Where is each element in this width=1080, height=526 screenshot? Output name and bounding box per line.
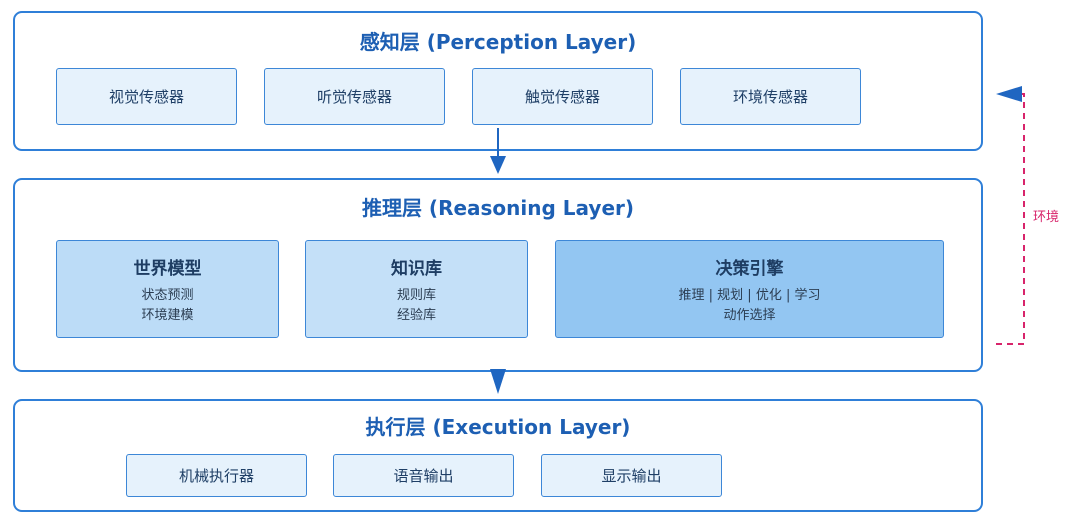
tactile-sensor-module: 触觉传感器 xyxy=(472,68,653,125)
execution-layer: 执行层 (Execution Layer) 机械执行器 语音输出 显示输出 xyxy=(13,399,983,512)
knowledge-base-title: 知识库 xyxy=(391,259,442,279)
world-model-line-1: 状态预测 xyxy=(141,288,194,303)
decision-engine-title: 决策引擎 xyxy=(715,259,784,279)
voice-output-module: 语音输出 xyxy=(333,454,514,497)
decision-engine-module: 决策引擎 推理 | 规划 | 优化 | 学习 动作选择 xyxy=(555,240,944,338)
knowledge-base-line-2: 经验库 xyxy=(396,308,436,323)
feedback-arrowhead xyxy=(996,86,1022,102)
auditory-sensor-module: 听觉传感器 xyxy=(264,68,445,125)
perception-layer-title: 感知层 (Perception Layer) xyxy=(359,30,637,54)
decision-engine-line-2: 动作选择 xyxy=(723,308,776,323)
reasoning-layer: 推理层 (Reasoning Layer) 世界模型 状态预测 环境建模 知识库… xyxy=(13,178,983,372)
world-model-line-2: 环境建模 xyxy=(141,308,194,323)
environment-sensor-module: 环境传感器 xyxy=(680,68,861,125)
feedback-loop xyxy=(996,86,1025,345)
world-model-title: 世界模型 xyxy=(133,259,202,279)
execution-layer-title: 执行层 (Execution Layer) xyxy=(365,415,631,439)
perception-to-reasoning-arrow xyxy=(490,128,506,174)
feedback-loop-label: 环境 xyxy=(1033,210,1060,225)
world-model-module: 世界模型 状态预测 环境建模 xyxy=(56,240,279,338)
mechanical-actuator-module: 机械执行器 xyxy=(126,454,307,497)
visual-sensor-module: 视觉传感器 xyxy=(56,68,237,125)
knowledge-base-line-1: 规则库 xyxy=(396,288,436,303)
knowledge-base-module: 知识库 规则库 经验库 xyxy=(305,240,528,338)
decision-engine-line-1: 推理 | 规划 | 优化 | 学习 xyxy=(678,288,821,303)
perception-layer: 感知层 (Perception Layer) 视觉传感器 听觉传感器 触觉传感器… xyxy=(13,11,983,151)
reasoning-to-execution-arrow xyxy=(490,369,506,394)
display-output-module: 显示输出 xyxy=(541,454,722,497)
reasoning-layer-title: 推理层 (Reasoning Layer) xyxy=(361,196,635,220)
